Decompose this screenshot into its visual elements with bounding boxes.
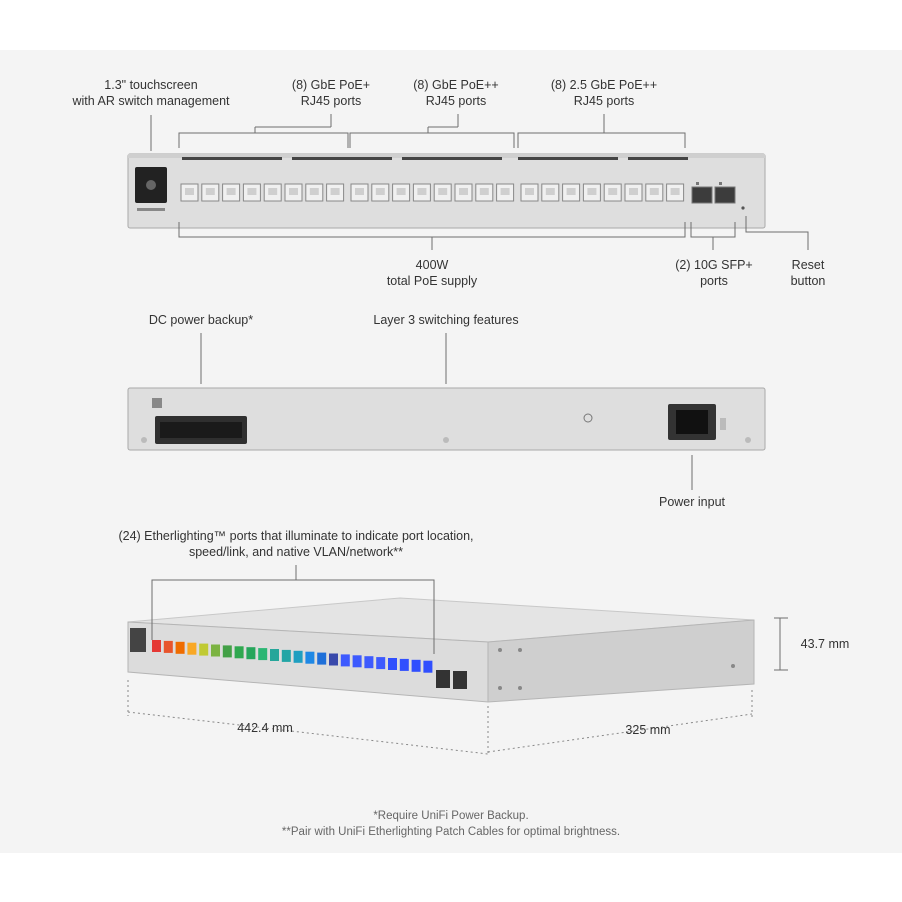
iso-sfp-2 <box>453 671 467 689</box>
etherlighting-port <box>317 652 327 665</box>
qr-code <box>152 398 162 408</box>
etherlighting-port <box>211 644 220 657</box>
etherlighting-port <box>293 650 303 663</box>
rj45-port-contact <box>375 188 385 195</box>
rj45-port-contact <box>330 188 340 195</box>
etherlighting-port <box>411 659 421 672</box>
iso-touchscreen <box>130 628 146 652</box>
front-view-switch <box>127 153 766 229</box>
rj45-port-contact <box>396 188 406 195</box>
etherlighting-port <box>388 658 397 670</box>
rj45-port-contact <box>670 188 680 195</box>
etherlighting-port <box>281 649 291 662</box>
sfp-port-2 <box>714 186 736 204</box>
etherlighting-port <box>187 642 197 655</box>
dc-power-label: DC power backup* <box>148 313 254 327</box>
rear-callout-lines <box>200 333 693 490</box>
iso-etherlighting-ports <box>152 640 433 673</box>
dimension-lines <box>127 680 753 756</box>
touchscreen-label: 1.3" touchscreen with AR switch manageme… <box>72 78 230 108</box>
etherlighting-port <box>163 640 173 653</box>
rear-view-switch <box>127 387 766 451</box>
rj45-port-contact <box>629 188 638 195</box>
rj45-port-contact <box>587 188 597 195</box>
rj45-port-contact <box>500 188 510 195</box>
width-dimension-label: 442.4 mm <box>237 721 293 735</box>
rj45-port-contact <box>247 188 257 195</box>
gbe-poe-plus-label: (8) GbE PoE+ RJ45 ports <box>291 78 371 108</box>
etherlighting-port <box>175 641 185 654</box>
rj45-port-contact <box>649 188 659 195</box>
iso-callout-lines <box>151 565 788 671</box>
etherlighting-port <box>423 660 433 673</box>
etherlighting-port <box>199 643 209 656</box>
rj45-port-contact <box>289 188 298 195</box>
etherlighting-port <box>305 651 315 664</box>
sfp-ports-label: (2) 10G SFP+ ports <box>675 258 753 288</box>
rj45-port-contact <box>608 188 618 195</box>
iso-sfp-1 <box>436 670 450 688</box>
etherlighting-port <box>234 646 244 659</box>
front-callout-lines <box>150 114 809 250</box>
etherlighting-port <box>376 657 386 670</box>
rj45-port-contact <box>205 188 215 195</box>
ge25-poe-plusplus-label: (8) 2.5 GbE PoE++ RJ45 ports <box>550 78 658 108</box>
etherlighting-port <box>340 654 350 667</box>
gbe-poe-plusplus-label: (8) GbE PoE++ RJ45 ports <box>413 78 499 108</box>
iso-view-switch <box>127 597 755 703</box>
rj45-port-contact <box>545 188 555 195</box>
rj45-port-contact <box>355 188 364 195</box>
layer3-label: Layer 3 switching features <box>373 313 519 327</box>
etherlighting-port <box>352 655 362 668</box>
etherlighting-port <box>222 645 232 658</box>
reset-pinhole <box>741 206 745 210</box>
etherlighting-port <box>258 648 268 661</box>
poe-supply-label: 400W total PoE supply <box>386 258 478 288</box>
rj45-port-contact <box>268 188 278 195</box>
rj45-port-contact <box>438 188 448 195</box>
rj45-port-contact <box>566 188 576 195</box>
rj45-port-row <box>180 183 685 202</box>
etherlighting-port <box>399 658 409 671</box>
rj45-port-contact <box>417 188 427 195</box>
etherlighting-label: (24) Etherlighting™ ports that illuminat… <box>118 529 474 559</box>
reset-button-label: Reset button <box>790 258 826 288</box>
etherlighting-port <box>152 640 161 652</box>
depth-dimension-label: 325 mm <box>625 723 671 737</box>
power-input-label: Power input <box>658 495 725 509</box>
etherlighting-port <box>329 653 338 666</box>
rj45-port-contact <box>459 188 468 195</box>
rj45-port-contact <box>525 188 534 195</box>
rj45-port-contact <box>185 188 194 195</box>
footnote-power-backup: *Require UniFi Power Backup. <box>373 810 529 822</box>
height-dimension-label: 43.7 mm <box>800 637 850 651</box>
rj45-port-contact <box>309 188 319 195</box>
rj45-port-contact <box>479 188 489 195</box>
rj45-port-contact <box>226 188 236 195</box>
etherlighting-port <box>364 656 374 669</box>
footnote-patch-cables: **Pair with UniFi Etherlighting Patch Ca… <box>281 826 621 838</box>
etherlighting-port <box>270 649 279 661</box>
sfp-port-1 <box>691 186 713 204</box>
etherlighting-port <box>246 647 256 660</box>
